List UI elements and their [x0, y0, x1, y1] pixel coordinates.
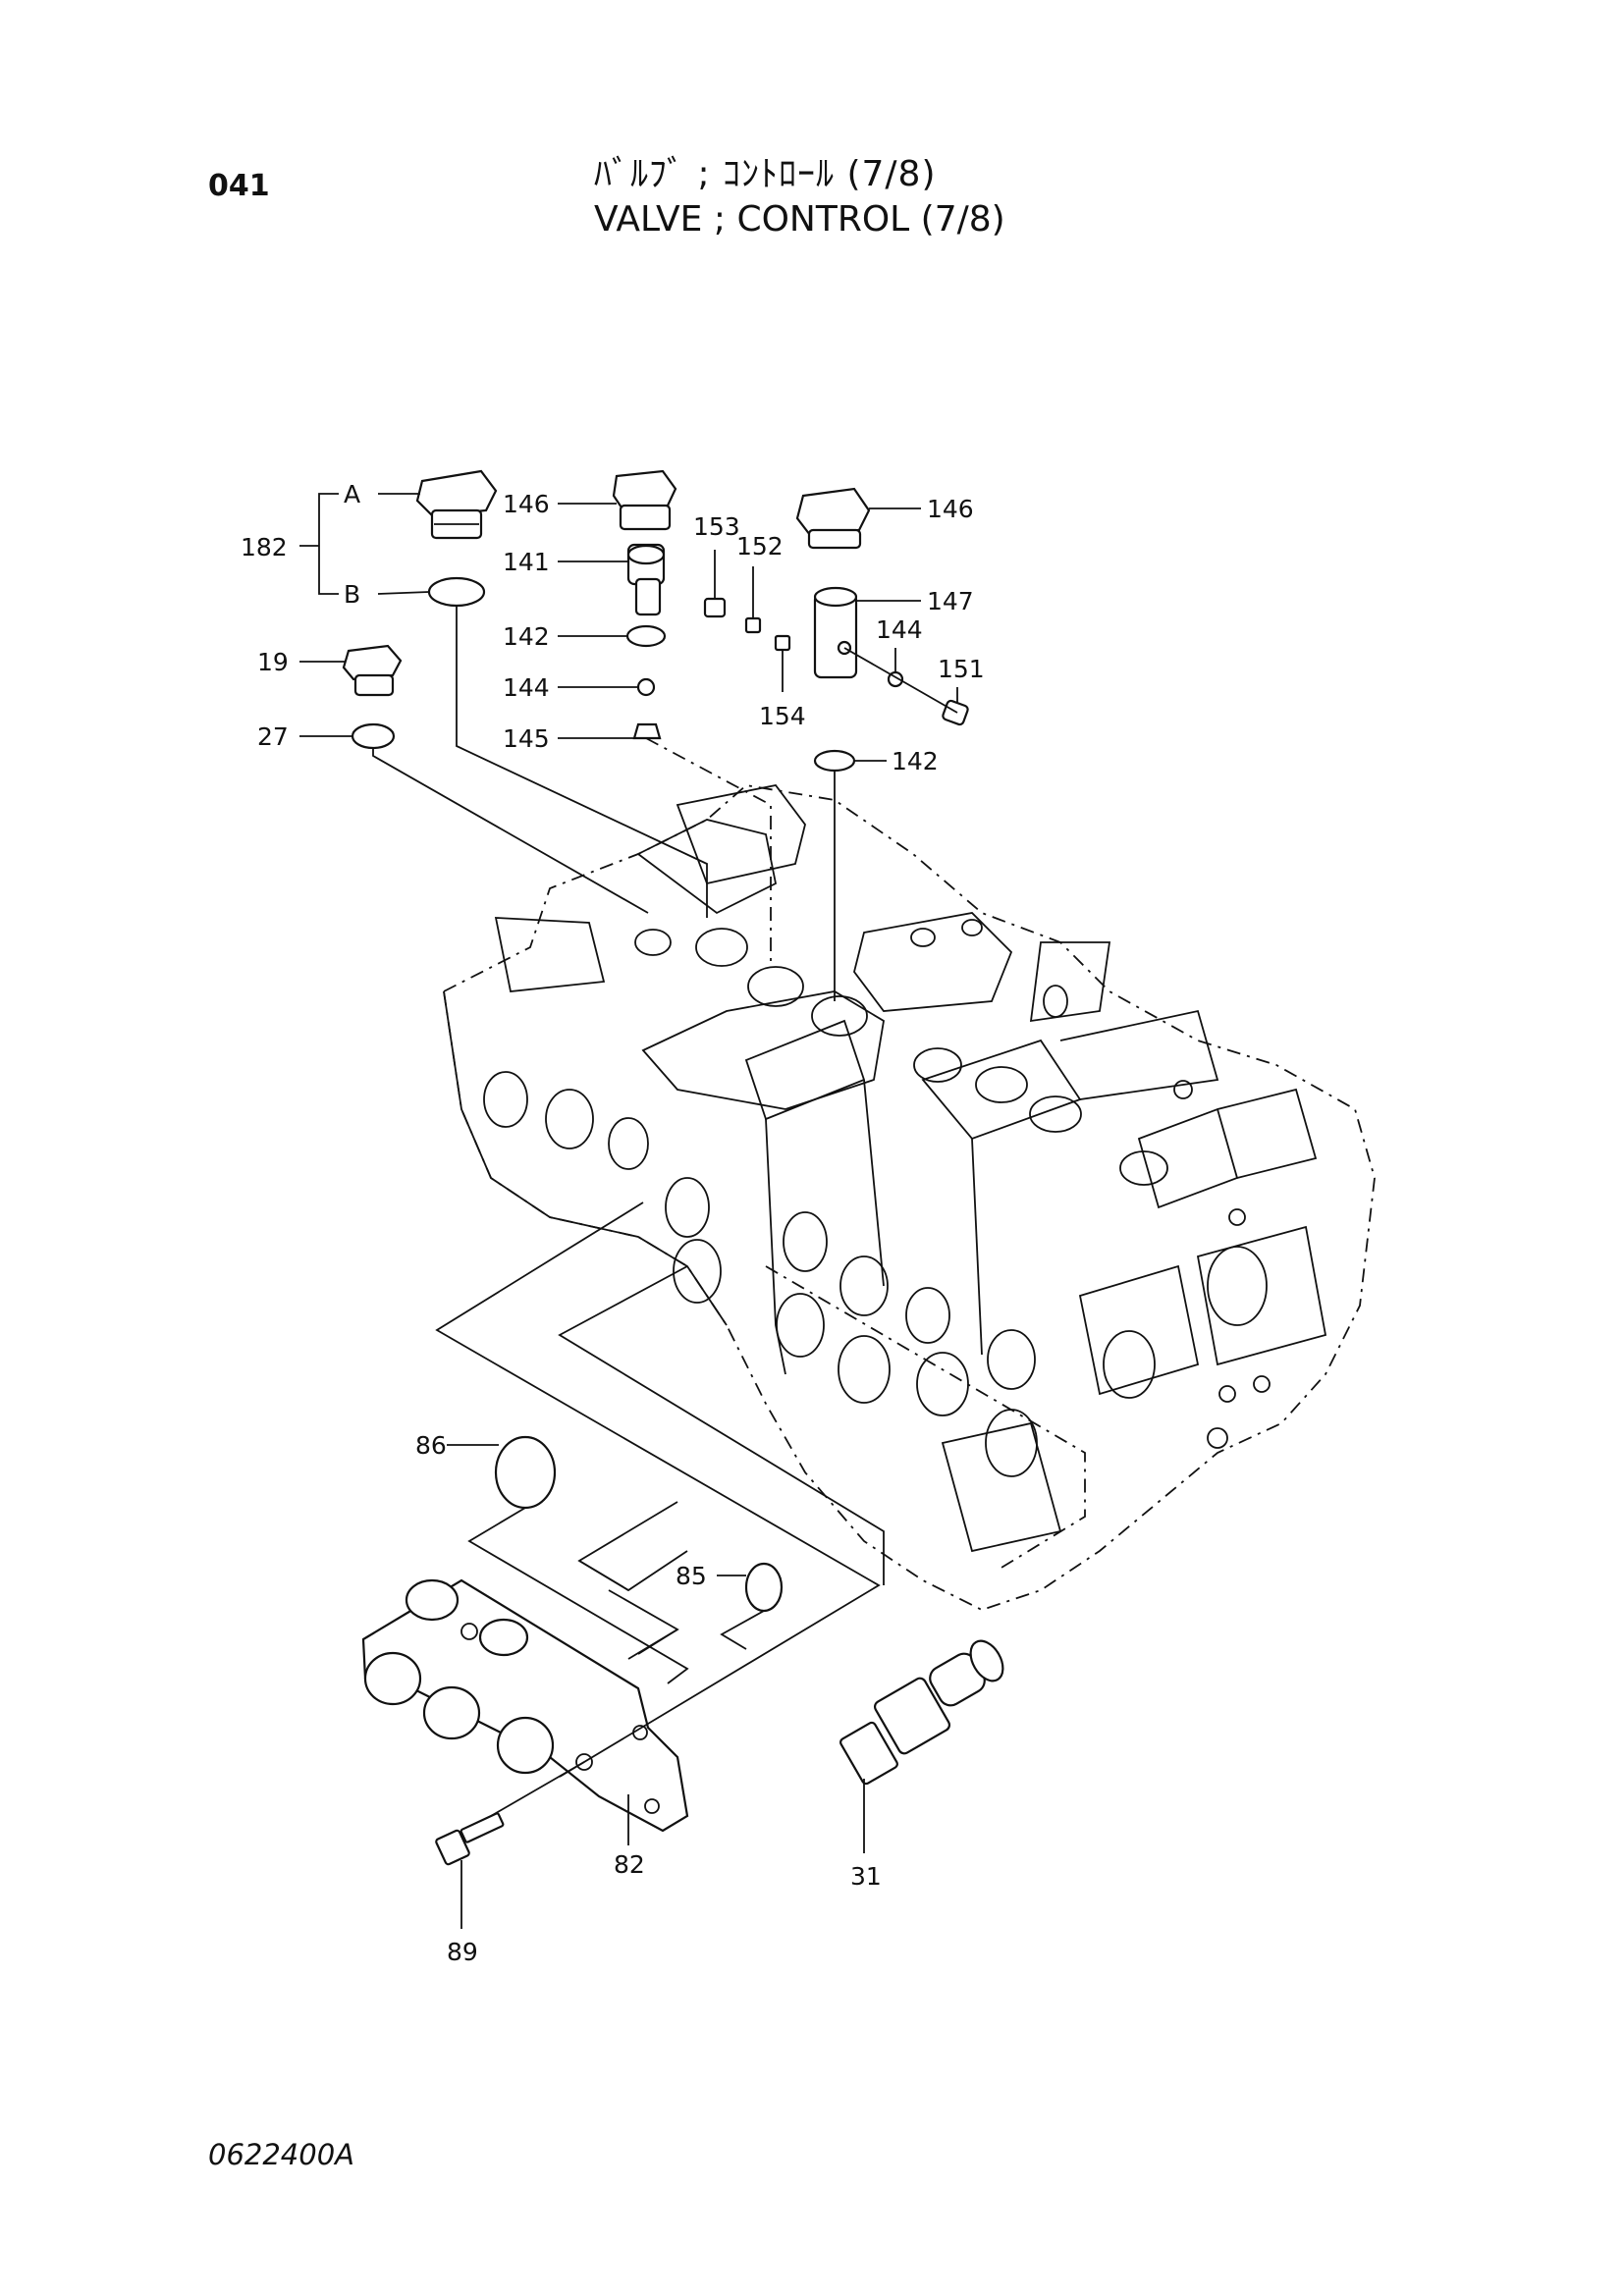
callout-147: 147	[927, 587, 974, 615]
callout-152: 152	[736, 532, 784, 561]
callout-27: 27	[257, 722, 289, 751]
callout-19: 19	[257, 648, 289, 676]
callout-89: 89	[447, 1938, 478, 1966]
callout-145: 145	[503, 724, 550, 753]
callout-146-right: 146	[927, 495, 974, 523]
title-english: VALVE ; CONTROL (7/8)	[594, 199, 1005, 240]
plug-146-left	[612, 469, 677, 740]
cover-plate-82	[361, 1578, 689, 1833]
cartridge-31	[839, 1639, 1004, 1786]
callout-153: 153	[693, 512, 740, 541]
callout-154: 154	[759, 702, 806, 730]
callout-141: 141	[503, 548, 550, 576]
callout-85: 85	[676, 1562, 707, 1590]
control-valve-body	[443, 784, 1376, 1611]
callout-144-left: 144	[503, 673, 550, 702]
o-ring-85	[744, 1562, 784, 1613]
plug-182	[415, 469, 498, 608]
callout-B: B	[344, 580, 360, 609]
callout-86: 86	[415, 1431, 447, 1460]
callout-146-left: 146	[503, 490, 550, 518]
callout-144-right: 144	[876, 615, 923, 644]
o-ring-86	[494, 1435, 557, 1510]
bolt-89	[435, 1812, 505, 1866]
title-japanese: ﾊﾞﾙﾌﾞ ; ｺﾝﾄﾛｰﾙ (7/8)	[594, 154, 937, 194]
callout-151: 151	[938, 655, 985, 683]
callout-142-left: 142	[503, 622, 550, 651]
plug-19	[342, 644, 403, 750]
callout-82: 82	[614, 1850, 645, 1879]
callout-31: 31	[850, 1862, 882, 1891]
callout-182: 182	[241, 533, 288, 561]
callout-A: A	[344, 480, 360, 508]
document-code: 0622400A	[208, 2138, 354, 2171]
page-number: 041	[208, 169, 270, 203]
small-fittings	[703, 597, 791, 652]
callout-142-right: 142	[892, 747, 939, 775]
